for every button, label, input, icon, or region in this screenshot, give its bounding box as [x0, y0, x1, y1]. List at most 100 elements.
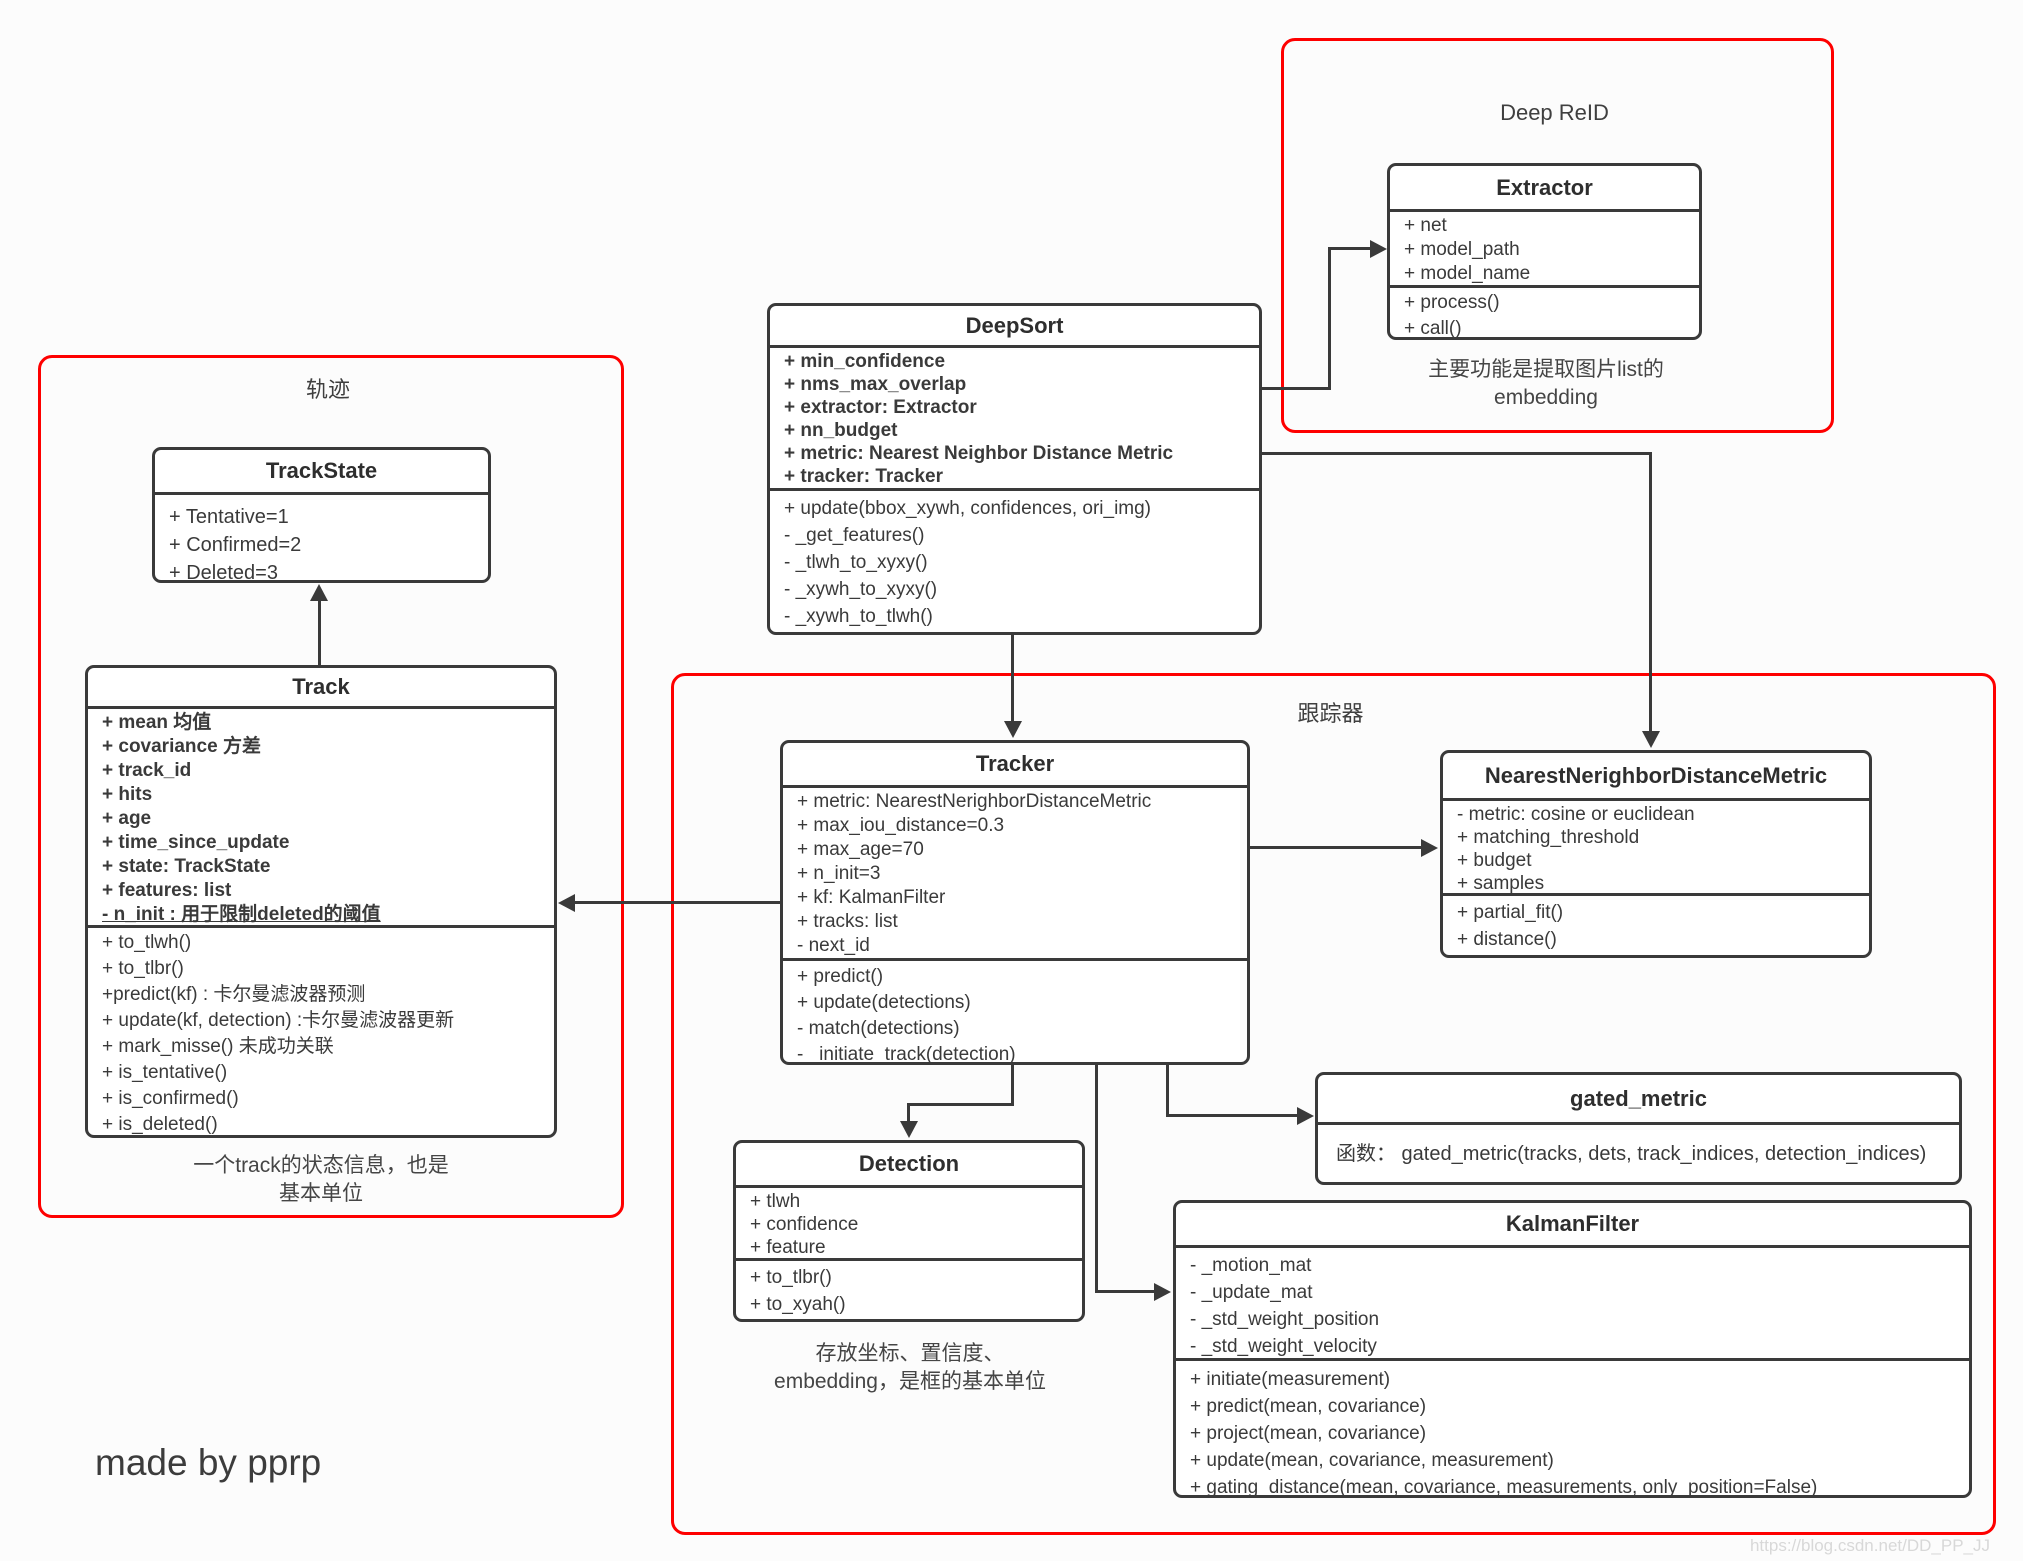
connector-tracker-track	[575, 901, 781, 904]
tracker-region-frame	[671, 673, 1996, 1535]
class-member: - _tlwh_to_xyxy()	[784, 552, 928, 573]
attributes-section: + mean 均值+ covariance 方差+ track_id+ hits…	[88, 709, 554, 928]
class-member: + confidence	[750, 1214, 859, 1235]
extractor-caption: 主要功能是提取图片list的 embedding	[1428, 358, 1664, 409]
arrowhead-to-nndm-left	[1421, 839, 1438, 857]
connector-deepsort-extractor	[1262, 387, 1331, 390]
class-member: + update(bbox_xywh, confidences, ori_img…	[784, 498, 1152, 519]
class-member: - match(detections)	[797, 1018, 960, 1039]
arrowhead-to-gatedmetric	[1297, 1107, 1314, 1125]
class-member: + to_xyah()	[750, 1294, 846, 1315]
class-member: - metric: cosine or euclidean	[1457, 804, 1695, 825]
class-member: 函数： gated_metric(tracks, dets, track_ind…	[1336, 1142, 1927, 1165]
class-member: + project(mean, covariance)	[1190, 1423, 1427, 1444]
class-member: + age	[102, 808, 152, 829]
reid-region-label: Deep ReID	[1500, 100, 1609, 125]
class-member: + extractor: Extractor	[784, 397, 977, 418]
arrowhead-to-nndm-top	[1642, 731, 1660, 748]
class-member: + initiate(measurement)	[1190, 1369, 1391, 1390]
attributes-section: + metric: NearestNerighborDistanceMetric…	[783, 788, 1247, 961]
class-nearestnerighbordistancemetric: NearestNerighborDistanceMetric - metric:…	[1440, 750, 1872, 958]
class-title: Extractor	[1390, 166, 1699, 212]
class-member: + model_path	[1404, 239, 1520, 260]
attributes-section: + min_confidence+ nms_max_overlap+ extra…	[770, 348, 1259, 491]
methods-section: + partial_fit()+ distance()	[1443, 896, 1869, 955]
arrowhead-to-detection	[900, 1121, 918, 1138]
track-caption: 一个track的状态信息，也是 基本单位	[193, 1154, 449, 1205]
class-extractor: Extractor + net+ model_path+ model_name …	[1387, 163, 1702, 340]
class-gated-metric: gated_metric 函数： gated_metric(tracks, de…	[1315, 1072, 1962, 1185]
methods-section: + initiate(measurement) + predict(mean, c…	[1176, 1361, 1969, 1495]
class-member: + track_id	[102, 760, 192, 781]
connector-tracker-gatedmetric	[1166, 1114, 1300, 1117]
track-region-label: 轨迹	[305, 377, 350, 402]
arrowhead-to-tracker	[1004, 721, 1022, 738]
class-member: + to_tlbr()	[102, 958, 184, 979]
class-member: + predict()	[797, 966, 884, 987]
class-member: + update(kf, detection) :卡尔曼滤波器更新	[102, 1010, 455, 1031]
class-member: + predict(mean, covariance)	[1190, 1396, 1427, 1417]
class-member: - _get_features()	[784, 525, 925, 546]
tracker-region-label: 跟踪器	[1297, 701, 1364, 726]
class-kalmanfilter: KalmanFilter - _motion_mat- _update_mat-…	[1173, 1200, 1972, 1498]
methods-section: + to_tlwh()+ to_tlbr()+predict(kf) : 卡尔曼…	[88, 928, 554, 1135]
class-member: + features: list	[102, 880, 232, 901]
methods-section: + process()+ call()	[1390, 288, 1699, 337]
reid-region-frame	[1281, 38, 1834, 433]
class-deepsort: DeepSort + min_confidence+ nms_max_overl…	[767, 303, 1262, 635]
class-member: + tracker: Tracker	[784, 466, 943, 487]
class-member: + process()	[1404, 292, 1500, 313]
class-member: + Tentative=1	[169, 506, 289, 528]
class-title: DeepSort	[770, 306, 1259, 348]
class-member: - _update_mat	[1190, 1282, 1313, 1303]
class-title: NearestNerighborDistanceMetric	[1443, 753, 1869, 801]
class-member: + is_deleted()	[102, 1114, 218, 1135]
class-member: + nn_budget	[784, 420, 898, 441]
class-trackstate: TrackState + Tentative=1+ Confirmed=2+ D…	[152, 447, 491, 583]
class-member: - _std_weight_position	[1190, 1309, 1380, 1330]
arrowhead-to-kalmanfilter	[1154, 1283, 1171, 1301]
class-tracker: Tracker + metric: NearestNerighborDistan…	[780, 740, 1250, 1065]
connector-tracker-kalmanfilter	[1095, 1065, 1098, 1293]
connector-deepsort-tracker	[1011, 635, 1014, 723]
arrowhead-to-track	[558, 894, 575, 912]
class-member: + covariance 方差	[102, 736, 261, 757]
connector-track-trackstate	[318, 599, 321, 665]
arrowhead-to-extractor	[1370, 240, 1387, 258]
credit-text: made by pprp	[95, 1442, 322, 1483]
class-member: + max_age=70	[797, 839, 924, 860]
class-member: + model_name	[1404, 263, 1531, 284]
body-section: 函数： gated_metric(tracks, dets, track_ind…	[1318, 1125, 1959, 1182]
detection-caption: 存放坐标、置信度、 embedding，是框的基本单位	[774, 1342, 1046, 1393]
class-title: Detection	[736, 1143, 1082, 1188]
class-member: + matching_threshold	[1457, 827, 1640, 848]
attributes-section: - metric: cosine or euclidean+ matching_…	[1443, 801, 1869, 896]
class-member: + samples	[1457, 873, 1545, 894]
class-title: gated_metric	[1318, 1075, 1959, 1125]
class-member: - _initiate_track(detection)	[797, 1044, 1016, 1062]
class-member: + time_since_update	[102, 832, 290, 853]
class-member: + metric: Nearest Neighbor Distance Metr…	[784, 443, 1174, 464]
class-member: + Deleted=3	[169, 562, 278, 580]
class-member: + feature	[750, 1237, 826, 1258]
class-member: + is_tentative()	[102, 1062, 228, 1083]
attributes-section: + tlwh+ confidence+ feature	[736, 1188, 1082, 1261]
class-member: + tlwh	[750, 1191, 801, 1212]
class-member: - _xywh_to_tlwh()	[784, 606, 933, 627]
class-member: + nms_max_overlap	[784, 374, 967, 395]
class-member: - _xywh_to_xyxy()	[784, 579, 938, 600]
class-title: Track	[88, 668, 554, 709]
class-member: + is_confirmed()	[102, 1088, 239, 1109]
class-member: + net	[1404, 215, 1447, 236]
connector-tracker-nndm	[1250, 846, 1423, 849]
class-member: + budget	[1457, 850, 1532, 871]
connector-tracker-detection	[907, 1103, 1014, 1106]
class-title: TrackState	[155, 450, 488, 495]
class-member: + min_confidence	[784, 351, 946, 372]
attributes-section: + Tentative=1+ Confirmed=2+ Deleted=3	[155, 495, 488, 580]
class-member: + hits	[102, 784, 153, 805]
class-member: + metric: NearestNerighborDistanceMetric	[797, 791, 1152, 812]
connector-tracker-gatedmetric	[1166, 1065, 1169, 1117]
connector-tracker-detection	[907, 1103, 910, 1123]
class-member: + mark_misse() 未成功关联	[102, 1036, 334, 1057]
